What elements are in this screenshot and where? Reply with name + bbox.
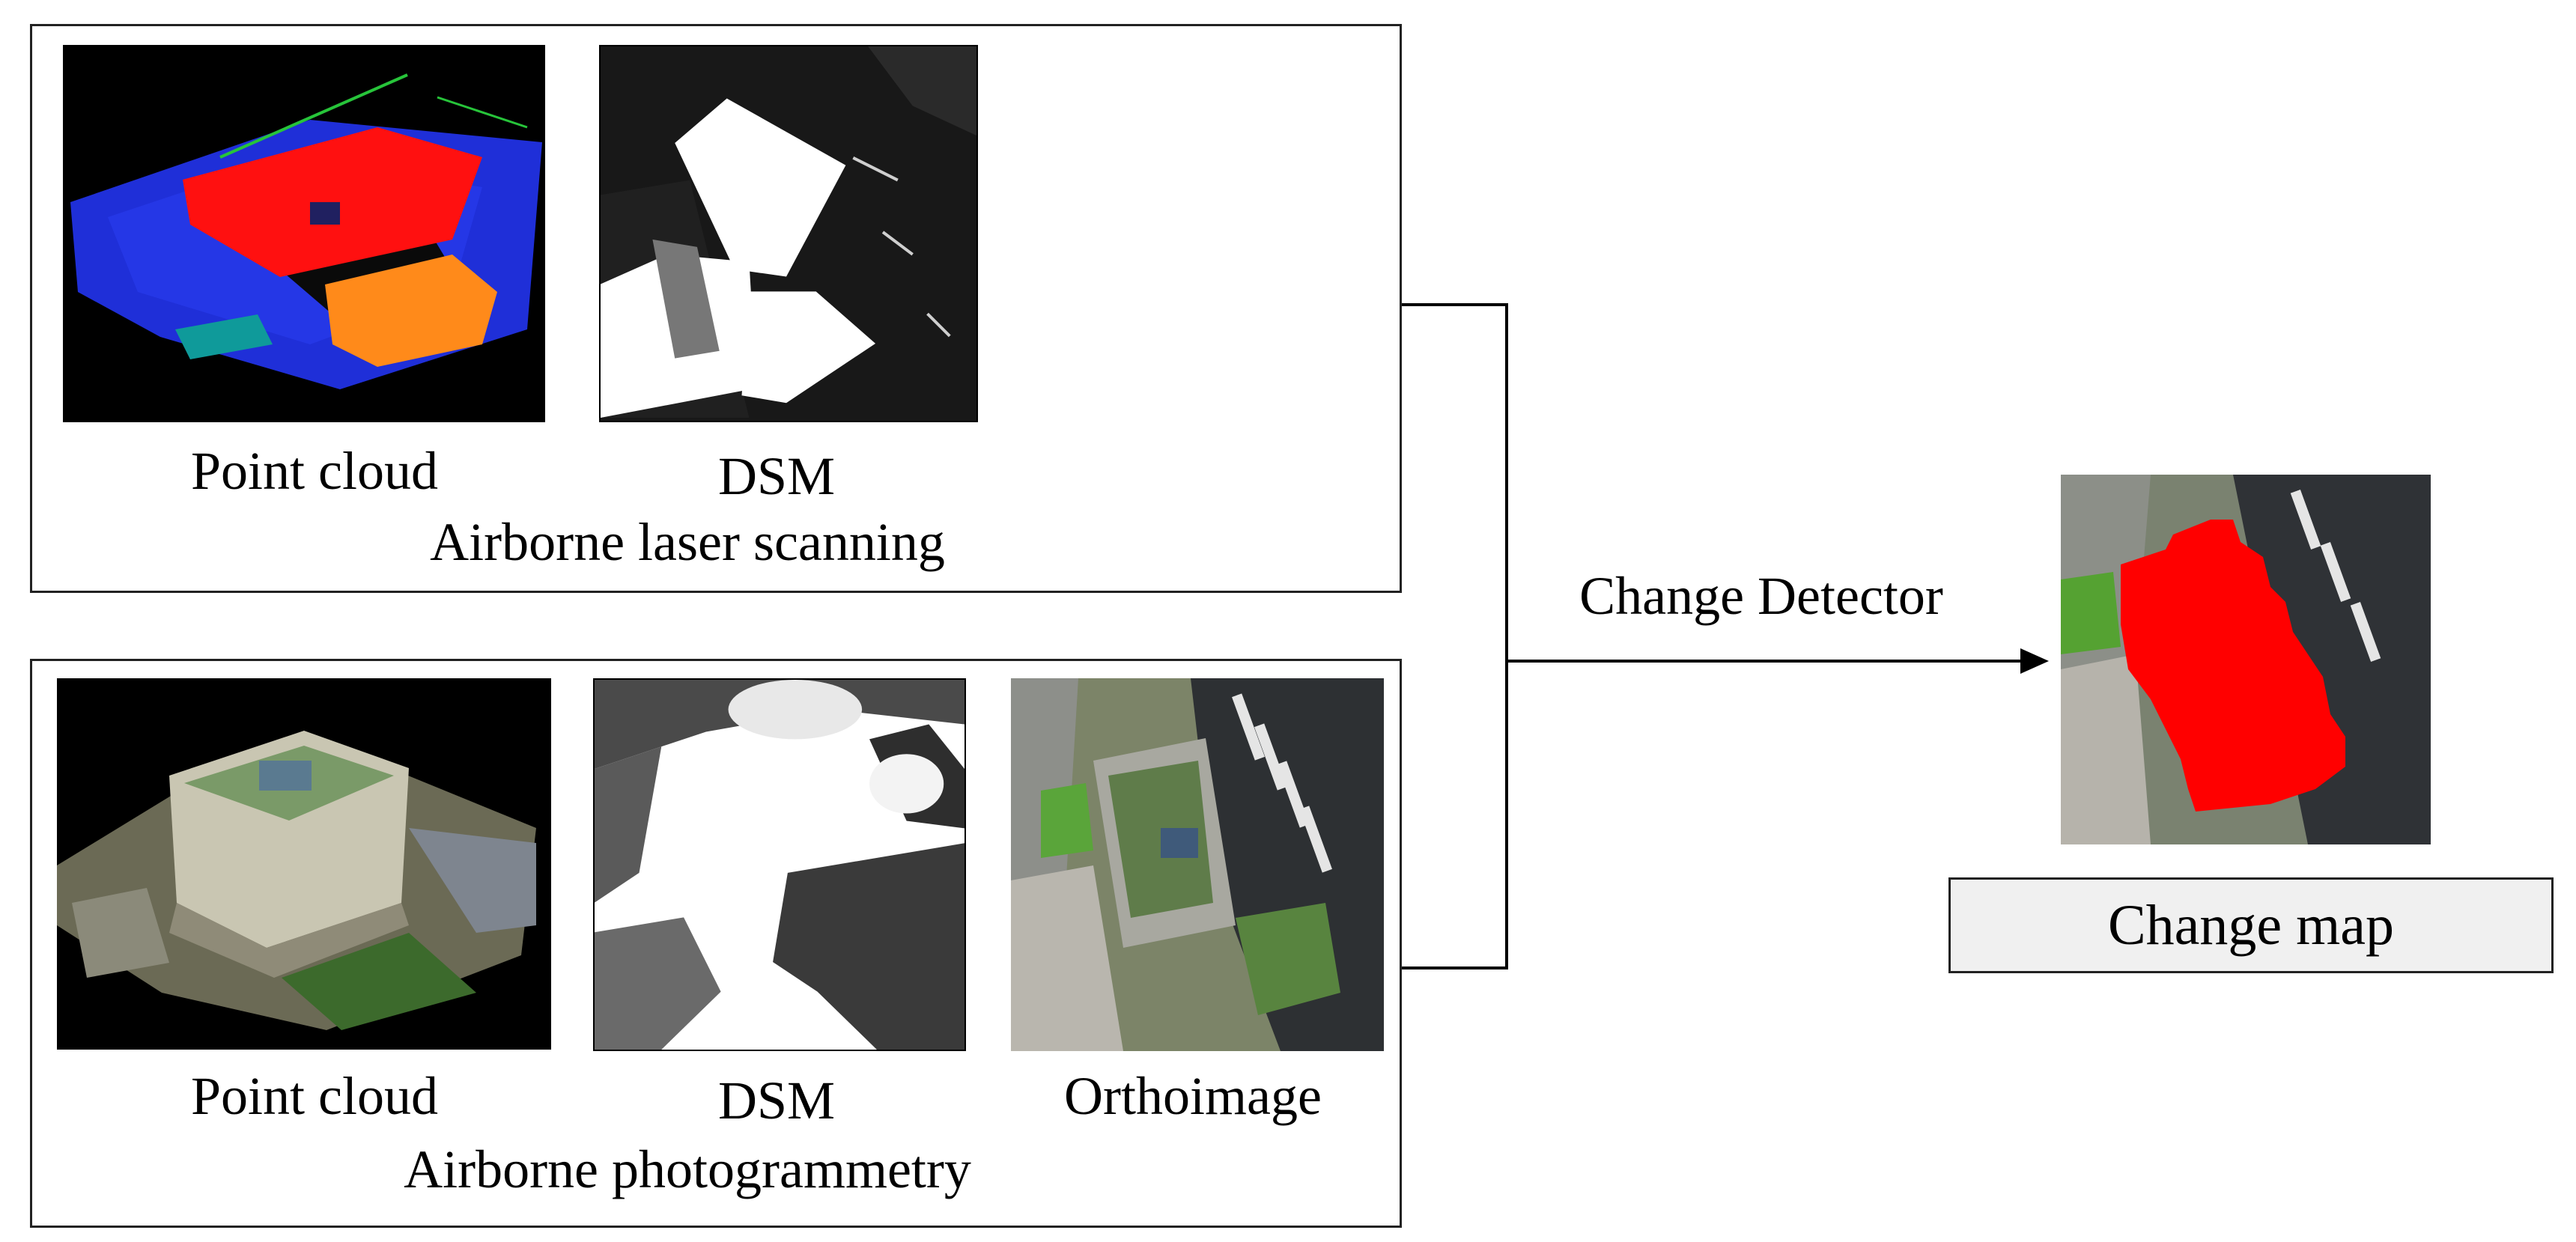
- photo-dsm-image: [593, 678, 966, 1051]
- als-group-title: Airborne laser scanning: [430, 512, 945, 572]
- als-point-cloud-image: [63, 45, 545, 422]
- change-map-label: Change map: [1948, 877, 2554, 973]
- change-map-image: [2061, 475, 2431, 844]
- photo-orthoimage-caption: Orthoimage: [1064, 1066, 1322, 1126]
- als-dsm-image: [599, 45, 978, 422]
- photo-dsm-caption: DSM: [717, 1071, 836, 1130]
- photo-point-cloud-caption: Point cloud: [190, 1066, 439, 1126]
- als-point-cloud-caption: Point cloud: [190, 441, 439, 501]
- photogrammetry-group-title: Airborne photogrammetry: [404, 1139, 971, 1199]
- photo-orthoimage: [1011, 678, 1384, 1051]
- photo-point-cloud-image: [57, 678, 551, 1050]
- change-detector-label: Change Detector: [1579, 566, 1943, 626]
- als-dsm-caption: DSM: [717, 446, 836, 506]
